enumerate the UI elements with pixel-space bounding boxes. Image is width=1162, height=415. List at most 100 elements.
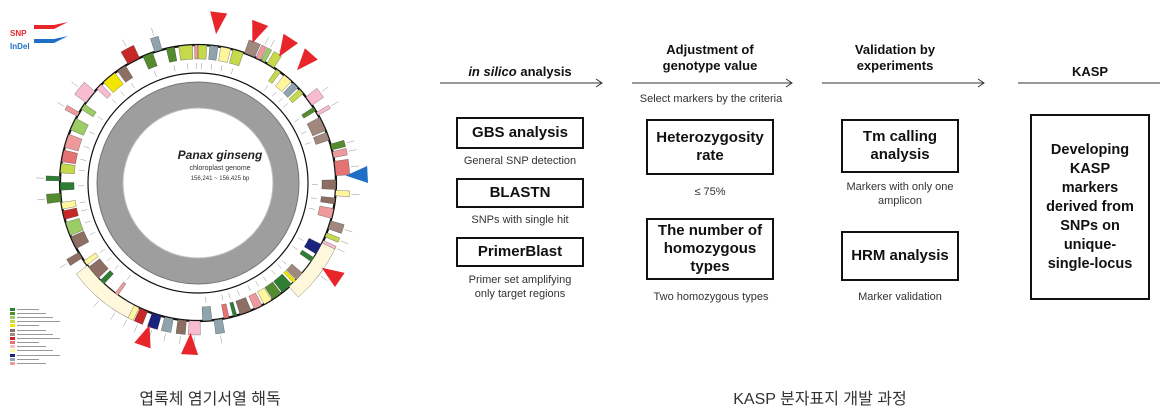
gene-label-tick-72 — [122, 39, 127, 47]
gene-legend-swatch — [10, 307, 15, 311]
gene-block-34 — [257, 287, 272, 305]
gene-block-7 — [266, 51, 282, 68]
gene-legend-text-line — [17, 342, 39, 344]
gene-label-tick-9 — [264, 85, 269, 91]
gene-legend-text-line — [17, 308, 39, 310]
gene-label-tick-30 — [320, 275, 328, 281]
gene-label-tick-27 — [337, 248, 345, 253]
gene-legend-swatch — [10, 328, 15, 332]
gene-label-tick-22 — [351, 193, 360, 195]
arrow-head-2 — [785, 78, 793, 88]
gene-label-tick-76 — [186, 63, 188, 70]
gene-block-44 — [147, 312, 162, 330]
gene-block-40 — [201, 306, 213, 322]
gene-legend-swatch — [10, 353, 15, 357]
gene-label-tick-11 — [278, 97, 283, 103]
gene-label-tick-40 — [220, 335, 222, 344]
gene-legend-swatch — [10, 332, 15, 336]
gene-label-tick-24 — [309, 208, 316, 210]
heterozygosity-note: ≤ 75% — [694, 186, 726, 198]
header-adjustment: Adjustment of genotype value — [662, 42, 758, 73]
gene-label-tick-65 — [89, 131, 95, 135]
gene-block-38 — [221, 303, 230, 319]
gene-label-tick-62 — [78, 169, 85, 171]
arrow-head-1 — [595, 78, 603, 88]
gene-legend-text-line — [17, 316, 53, 318]
gene-label-tick-68 — [71, 81, 78, 87]
gene-legend-item — [10, 341, 80, 345]
gene-label-tick-23 — [310, 197, 318, 199]
gene-block-24 — [327, 220, 345, 234]
gene-block-42 — [175, 319, 187, 335]
snp-marker-0 — [210, 11, 228, 35]
gene-block-43 — [161, 316, 174, 333]
gene-legend-item — [10, 332, 80, 336]
gene-legend-item — [10, 353, 80, 357]
gene-block-36 — [235, 297, 252, 315]
gene-block-45 — [133, 308, 148, 325]
gene-label-tick-50 — [93, 300, 99, 308]
gene-legend-text-line — [17, 312, 46, 314]
gene-block-12 — [305, 88, 324, 106]
irb-region — [76, 265, 135, 319]
gene-block-5 — [255, 44, 267, 61]
gene-legend-text-line — [17, 358, 39, 360]
header-kasp: KASP — [1071, 64, 1109, 79]
arrow-head-3 — [977, 78, 985, 88]
indel-legend-label: InDel — [10, 42, 30, 51]
gene-label-tick-35 — [255, 281, 259, 287]
gene-label-tick-7 — [270, 40, 275, 48]
gene-block-37 — [229, 301, 238, 317]
gene-label-tick-56 — [84, 220, 91, 224]
gene-legend-item — [10, 336, 80, 340]
gene-block-71 — [120, 45, 140, 65]
gene-block-18 — [332, 148, 348, 158]
gene-label-tick-32 — [277, 264, 283, 269]
gene-label-tick-28 — [297, 237, 304, 241]
gene-legend-swatch — [10, 345, 15, 349]
gene-block-75 — [178, 44, 194, 61]
gene-block-63 — [64, 134, 83, 152]
heterozygosity-box: Heterozygosity rate — [646, 119, 774, 175]
gene-label-tick-63 — [80, 159, 87, 161]
gene-label-tick-29 — [292, 246, 298, 250]
gene-block-14 — [316, 104, 331, 116]
gene-block-25 — [324, 232, 340, 243]
gene-legend-item — [10, 349, 80, 353]
gene-block-19 — [334, 159, 350, 176]
gbs-note: General SNP detection — [463, 155, 577, 167]
gene-legend-text-line — [17, 346, 46, 348]
gene-label-tick-57 — [81, 209, 88, 212]
gene-legend-swatch — [10, 336, 15, 340]
indel-legend-arrow — [34, 36, 68, 43]
gene-label-tick-16 — [300, 131, 307, 135]
gene-block-61 — [60, 163, 76, 175]
snp-legend-arrow — [34, 22, 68, 29]
snp-legend-label: SNP — [10, 29, 27, 38]
gene-block-53 — [66, 252, 83, 266]
gene-legend-item — [10, 361, 80, 366]
gene-label-tick-3 — [220, 65, 223, 72]
gbs-analysis-box: GBS analysis — [456, 117, 584, 149]
gene-block-39 — [213, 318, 225, 335]
gene-label-tick-33 — [271, 269, 276, 275]
gene-label-tick-10 — [272, 91, 277, 97]
gene-legend-swatch — [10, 341, 15, 345]
hrm-analysis-box: HRM analysis — [841, 231, 959, 281]
gene-legend-text-line — [17, 337, 60, 339]
gene-label-tick-71 — [131, 83, 135, 89]
gc-content-ring — [97, 82, 299, 284]
gene-legend-item — [10, 311, 80, 315]
gene-label-tick-75 — [173, 65, 176, 72]
ira-region — [288, 242, 336, 298]
gene-block-23 — [317, 205, 334, 219]
indel-legend: InDel — [10, 36, 30, 54]
gene-label-tick-64 — [83, 146, 90, 149]
gene-block-69 — [103, 72, 124, 93]
gene-label-tick-73 — [154, 71, 157, 77]
gene-block-64 — [70, 118, 89, 136]
gene-label-tick-18 — [346, 140, 355, 144]
gene-legend-text-line — [17, 325, 39, 327]
gene-label-tick-43 — [179, 335, 181, 344]
